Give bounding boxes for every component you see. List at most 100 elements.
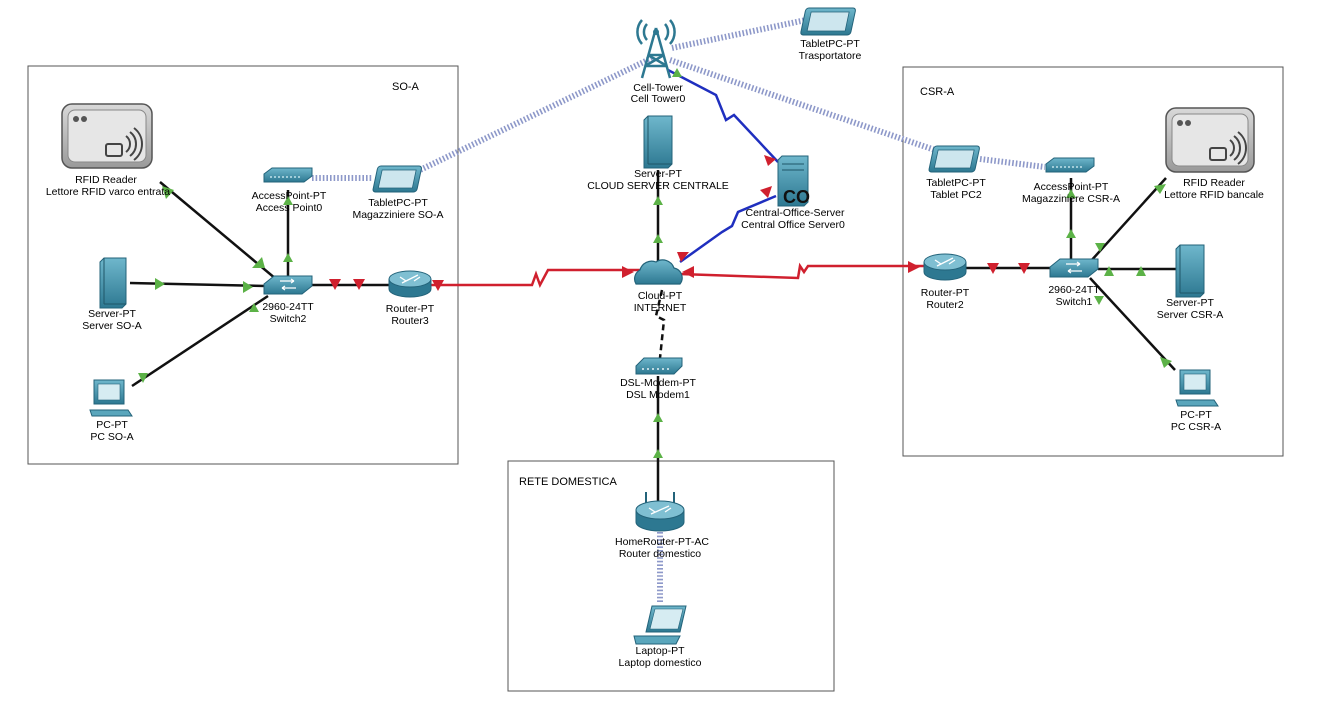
dsl-modem-icon[interactable] [635, 357, 683, 375]
status-up-switch1-rfid [1095, 243, 1105, 252]
laptop-icon[interactable] [633, 605, 687, 645]
access-point-so-icon[interactable] [263, 167, 313, 183]
rfid-reader-so-icon[interactable] [61, 103, 153, 169]
label-cloud-name: INTERNET [634, 302, 687, 314]
status-up-switch2-pc [249, 303, 259, 312]
status-up-switch2-rfid [252, 257, 265, 268]
cloud-server-icon[interactable] [643, 115, 673, 169]
status-down-coserver-cloud [760, 186, 772, 198]
label-pc-so-name: PC SO-A [90, 431, 133, 443]
status-up-tower [672, 68, 682, 77]
link-pc-so-switch2[interactable] [131, 294, 269, 388]
area-csr-a [902, 66, 1284, 457]
router2-icon[interactable] [923, 253, 967, 281]
label-server-so-name: Server SO-A [82, 320, 142, 332]
pc-csr-icon[interactable] [1175, 369, 1219, 407]
label-pc-so-type: PC-PT [96, 419, 128, 431]
router3-icon[interactable] [388, 270, 432, 298]
link-rfid-csr-switch1[interactable] [1089, 177, 1167, 263]
area-rete-domestica [507, 460, 835, 692]
link-wireless-ap-tablet-csr[interactable] [979, 156, 1046, 170]
label-co-server-type: Central-Office-Server [745, 207, 845, 219]
label-rfid-so-name: Lettore RFID varco entrata [46, 186, 170, 198]
label-home-router-type: HomeRouter-PT-AC [615, 536, 709, 548]
status-up-rfid-csr [1154, 184, 1166, 194]
status-up-switch1-ap [1066, 229, 1076, 238]
label-ap-csr-type: AccessPoint-PT [1034, 181, 1109, 193]
tablet-trasportatore-icon[interactable] [800, 7, 856, 36]
label-laptop-type: Laptop-PT [635, 645, 685, 657]
switch2-icon[interactable] [263, 275, 313, 295]
label-ap-so-type: AccessPoint-PT [252, 190, 327, 202]
link-rfid-so-switch2[interactable] [159, 181, 277, 280]
switch1-icon[interactable] [1049, 258, 1099, 278]
label-switch2-type: 2960-24TT [262, 301, 314, 313]
central-office-server-icon[interactable]: CO [777, 155, 810, 207]
label-rfid-so-type: RFID Reader [75, 174, 137, 186]
label-router3-name: Router3 [391, 315, 429, 327]
link-coax-tower-coserver[interactable] [667, 68, 779, 163]
label-cell-tower-type: Cell-Tower [633, 82, 683, 94]
label-laptop-name: Laptop domestico [619, 657, 702, 669]
label-dsl-modem-type: DSL-Modem-PT [620, 377, 696, 389]
status-up-cloud-top [653, 234, 663, 243]
tablet-so-icon[interactable] [372, 165, 422, 193]
link-status-down [329, 155, 1030, 291]
status-down-cloud-serial-left [622, 266, 634, 278]
co-badge: CO [783, 187, 810, 207]
link-pc-csr-switch1[interactable] [1089, 277, 1176, 371]
access-point-csr-icon[interactable] [1045, 157, 1095, 173]
link-phone-cloud-dslmodem[interactable] [654, 289, 666, 359]
label-rfid-csr-type: RFID Reader [1183, 177, 1245, 189]
pc-so-icon[interactable] [89, 379, 133, 417]
label-pc-csr-type: PC-PT [1180, 409, 1212, 421]
status-up-switch2-ap [283, 253, 293, 262]
status-up-dslmodem [653, 413, 663, 422]
link-wireless-tower-tablet-csr[interactable] [669, 57, 936, 153]
home-router-icon[interactable] [635, 492, 685, 532]
link-status-up [138, 68, 1172, 458]
coax-links [667, 68, 779, 264]
server-so-icon[interactable] [99, 257, 127, 309]
status-up-rfid-so [162, 186, 174, 199]
status-down-cloud-serial-right [682, 266, 694, 278]
status-down-router2-serial [908, 261, 920, 273]
label-ap-so-name: Access Point0 [256, 202, 323, 214]
status-down-switch2-router3-a [329, 279, 341, 290]
label-server-csr-name: Server CSR-A [1157, 309, 1224, 321]
label-switch1-type: 2960-24TT [1048, 284, 1100, 296]
link-coax-coserver-cloud[interactable] [679, 194, 777, 264]
serial-links [430, 262, 925, 289]
label-cloud-server-name: CLOUD SERVER CENTRALE [587, 180, 729, 192]
label-router3-type: Router-PT [386, 303, 435, 315]
wireless-links [312, 17, 1046, 604]
label-tablet-trasportatore-name: Trasportatore [799, 50, 862, 62]
copper-links [129, 170, 1176, 505]
area-label-csr-a: CSR-A [920, 86, 955, 98]
cell-tower-icon[interactable] [636, 19, 676, 79]
label-ap-csr-name: Magazziniere CSR-A [1022, 193, 1120, 205]
area-label-rete-domestica: RETE DOMESTICA [519, 476, 617, 488]
label-rfid-csr-name: Lettore RFID bancale [1164, 189, 1264, 201]
rfid-reader-csr-icon[interactable] [1165, 107, 1255, 173]
server-csr-icon[interactable] [1175, 244, 1205, 298]
label-router2-type: Router-PT [921, 287, 970, 299]
status-up-switch2-server [243, 281, 253, 293]
link-serial-cloud-router2[interactable] [679, 262, 925, 280]
status-down-router2-switch1-b [1018, 263, 1030, 274]
label-cloud-type: Cloud-PT [638, 290, 683, 302]
status-down-router2-switch1-a [987, 263, 999, 274]
label-router2-name: Router2 [926, 299, 964, 311]
link-wireless-tower-tablet-so[interactable] [418, 55, 654, 173]
cloud-internet-icon[interactable] [634, 259, 683, 285]
link-serial-router3-cloud[interactable] [430, 268, 640, 289]
status-down-cloud-coax [677, 252, 689, 262]
label-tablet-so-name: Magazziniere SO-A [352, 209, 443, 221]
status-down-coserver-tower [764, 155, 776, 166]
status-up-pc-csr [1160, 357, 1172, 368]
area-so-a [27, 65, 459, 465]
link-wireless-tower-tablet-trasportatore[interactable] [671, 17, 807, 51]
tablet-csr-icon[interactable] [928, 145, 980, 173]
status-up-ap-csr [1066, 189, 1076, 198]
